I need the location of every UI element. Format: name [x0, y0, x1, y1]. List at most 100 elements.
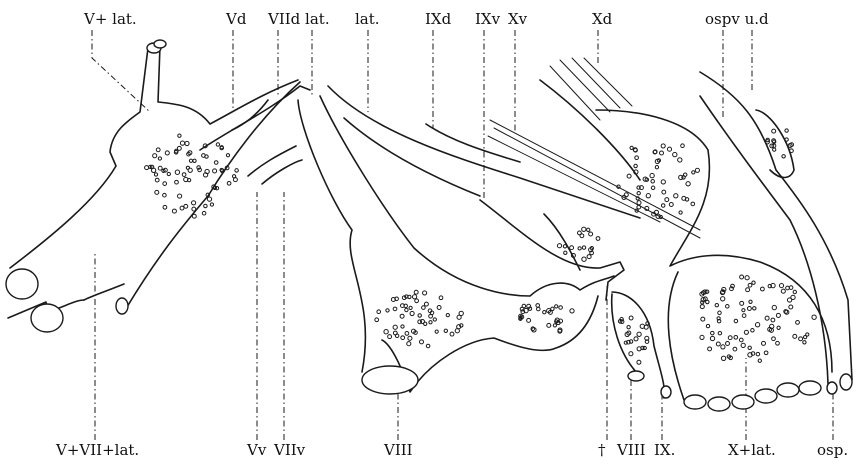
cell-dot — [184, 204, 188, 208]
cell-dot — [758, 359, 761, 362]
ganglion-cell-dots — [145, 129, 817, 364]
cell-dot — [158, 166, 162, 170]
root-cut-b — [154, 40, 166, 48]
cell-dot — [175, 180, 179, 184]
cell-dot — [410, 311, 414, 315]
cell-dot — [673, 152, 677, 156]
cell-dot — [564, 251, 567, 254]
cell-dot — [637, 201, 641, 205]
nerve-lat-inner — [344, 118, 480, 196]
cell-dot — [744, 330, 748, 334]
nerve-viid — [232, 100, 268, 130]
cell-dot — [424, 302, 428, 306]
cell-dot — [772, 129, 776, 133]
ganglion-v-vii-top-outline — [158, 46, 298, 124]
cell-dot — [537, 307, 541, 311]
cell-dot — [636, 197, 639, 200]
cut-end-ix — [661, 386, 671, 398]
cell-dot — [793, 334, 797, 338]
cell-dot — [455, 329, 459, 333]
ganglion-v-vii-lower-outline — [124, 82, 300, 312]
cell-dot — [193, 159, 196, 162]
cell-dot — [407, 342, 411, 346]
cell-dot — [710, 336, 714, 340]
cut-end-osp — [840, 374, 852, 390]
cell-dot — [678, 158, 682, 162]
cell-dot — [739, 338, 743, 342]
cell-dot — [651, 180, 655, 184]
cut-end-x-1 — [684, 395, 706, 409]
cell-dot — [553, 324, 556, 327]
cell-dot — [163, 193, 167, 197]
top-labels: V+ lat. Vd VIId lat. lat. IXd IXv Xv Xd … — [83, 10, 769, 28]
ganglion-x-cut-ends — [684, 381, 821, 411]
cell-dot — [188, 168, 192, 172]
cell-dot — [749, 300, 752, 303]
label-vv: Vv — [246, 441, 267, 459]
cell-dot — [145, 166, 149, 170]
cell-dot — [444, 329, 447, 332]
cell-dot — [686, 182, 690, 186]
cell-dot — [400, 314, 404, 318]
label-ixd: IXd — [425, 10, 452, 28]
cell-dot — [153, 154, 157, 158]
cell-dot — [418, 314, 421, 317]
cell-dot — [665, 198, 669, 202]
ganglion-viii-outline-top — [320, 96, 614, 296]
cell-dot — [450, 332, 454, 336]
cut-end-viii — [362, 366, 418, 394]
nerve-vv — [248, 146, 296, 176]
label-viid-lat: VIId lat. — [267, 10, 330, 28]
nerve-vd — [200, 86, 310, 150]
cell-dot — [191, 201, 195, 205]
cell-dot — [793, 290, 796, 293]
cell-dot — [700, 335, 704, 339]
cell-dot — [708, 347, 712, 351]
cell-dot — [559, 306, 563, 310]
nerve-ixd — [426, 124, 520, 162]
cell-dot — [163, 182, 167, 186]
cell-dot — [405, 308, 408, 311]
cell-dot — [527, 318, 531, 322]
cell-dot — [789, 305, 793, 309]
cell-dot — [692, 171, 695, 174]
cell-dot — [728, 336, 732, 340]
cell-dot — [578, 247, 581, 250]
cell-dot — [637, 192, 640, 195]
cell-dot — [178, 134, 181, 137]
cell-dot — [547, 323, 551, 327]
ganglion-x-outline-left — [668, 272, 684, 400]
cell-dot — [701, 317, 705, 321]
ganglion-v-vii-stem-inner — [84, 284, 124, 300]
cell-dot — [156, 148, 160, 152]
cell-dot — [178, 194, 182, 198]
cell-dot — [742, 314, 746, 318]
cut-end-vii — [31, 304, 63, 332]
cell-dot — [207, 197, 211, 201]
cell-dot — [582, 246, 585, 249]
cell-dot — [192, 207, 196, 211]
cell-dot — [578, 231, 582, 235]
cell-dot — [555, 305, 558, 308]
label-dagger: † — [598, 441, 606, 459]
cell-dot — [393, 325, 397, 329]
cell-dot — [624, 193, 628, 197]
cell-dot — [163, 205, 167, 209]
label-ix: IX. — [654, 441, 675, 459]
cell-dot — [384, 330, 388, 334]
ganglion-v-vii — [6, 40, 310, 332]
cell-dot — [570, 309, 574, 313]
cell-dot — [747, 307, 751, 311]
cell-dot — [388, 335, 392, 339]
cell-dot — [634, 164, 637, 167]
label-xd: Xd — [592, 10, 613, 28]
cell-dot — [155, 190, 159, 194]
cell-dot — [785, 310, 789, 314]
cell-dot — [634, 337, 638, 341]
cell-dot — [751, 329, 755, 333]
cut-end-x-5 — [777, 383, 799, 397]
cell-dot — [764, 351, 768, 355]
cell-dot — [172, 209, 176, 213]
cell-dot — [803, 335, 806, 338]
label-v-lat: V+ lat. — [83, 10, 137, 28]
